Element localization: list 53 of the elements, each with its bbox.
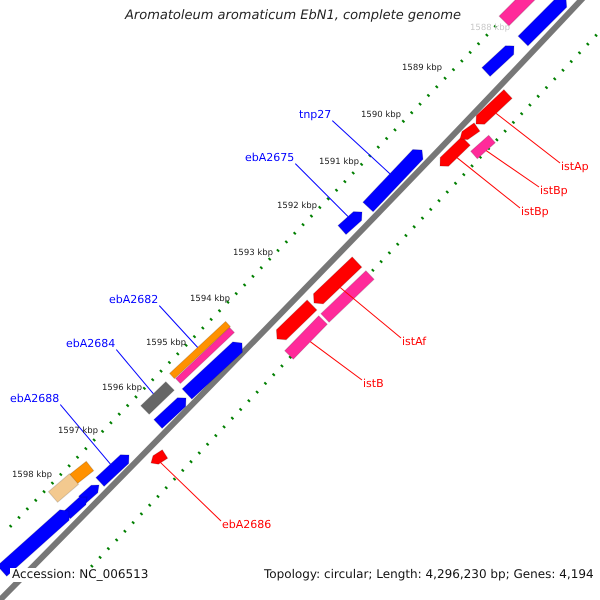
leader-line: [60, 404, 111, 465]
gene-feature: [168, 320, 232, 380]
position-label: 1592 kbp: [277, 202, 318, 212]
gene-feature: [284, 315, 328, 360]
gene-label: istBp: [521, 206, 549, 219]
position-label: 1589 kbp: [402, 64, 442, 74]
leader-line: [496, 112, 560, 164]
gene-feature: [63, 496, 88, 520]
gene-feature: [470, 134, 496, 160]
position-label: 1593 kbp: [233, 249, 274, 259]
footer-note: Topology: circular; Length: 4,296,230 bp; Genes: 4,194: [262, 568, 596, 582]
gene-feature: [517, 0, 568, 47]
gene-label: ebA2688: [10, 393, 60, 406]
position-label: 1590 kbp: [361, 111, 402, 121]
leader-line: [310, 341, 362, 380]
leader-line: [160, 462, 222, 522]
leader-line: [116, 349, 154, 394]
footer-note: Accession: NC_006513: [10, 568, 150, 582]
leader-line: [340, 287, 402, 338]
gene-feature: [140, 381, 175, 415]
gene-feature: [481, 45, 515, 78]
gene-label: ebA2682: [109, 294, 158, 307]
gene-feature: [153, 397, 187, 430]
position-label: 1594 kbp: [190, 295, 230, 305]
position-label: 1597 kbp: [58, 427, 98, 437]
position-label: 1596 kbp: [102, 384, 142, 394]
position-label: 1598 kbp: [12, 471, 52, 481]
gene-feature: [320, 270, 375, 323]
leader-line: [294, 163, 348, 217]
gene-label: tnp27: [299, 109, 332, 122]
gene-feature: [312, 256, 362, 304]
leader-line: [158, 305, 198, 348]
gene-label: ebA2686: [222, 519, 272, 532]
gene-feature: [337, 211, 363, 236]
diagram-title: Aromatoleum aromaticum EbN1, complete genome: [125, 9, 461, 24]
gene-label: ebA2684: [66, 338, 116, 351]
gene-label: istB: [363, 378, 384, 391]
gene-feature: [362, 148, 424, 212]
gene-feature: [459, 122, 481, 140]
gene-label: istBp: [540, 185, 568, 198]
leader-line: [486, 150, 540, 188]
gene-feature: [150, 449, 168, 465]
gene-feature: [475, 88, 513, 125]
gene-feature: [276, 299, 318, 340]
gene-label: istAp: [561, 161, 589, 174]
gene-feature: [439, 136, 471, 167]
gene-feature: [95, 454, 130, 488]
position-label: 1595 kbp: [146, 339, 186, 349]
position-label: 1591 kbp: [319, 158, 360, 168]
leader-line: [332, 120, 390, 174]
gene-label: istAf: [402, 336, 426, 349]
gene-label: ebA2675: [245, 152, 294, 165]
leader-line: [456, 157, 520, 208]
